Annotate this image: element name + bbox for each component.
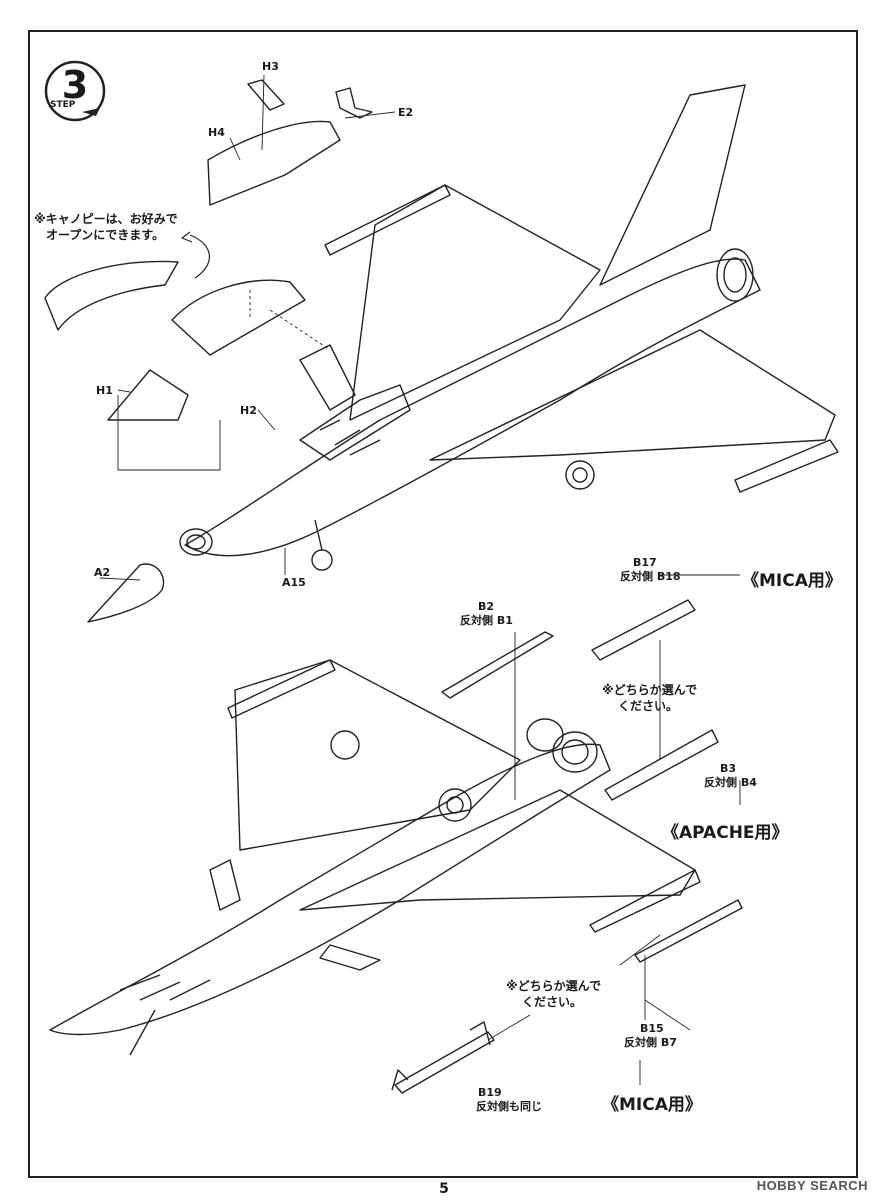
canopy-note-line-1: ※キャノピーは、お好みで: [34, 212, 178, 226]
canopy-note: ※キャノピーは、お好みで オープンにできます。: [34, 211, 178, 243]
mica-bottom-callout: 《MICA用》: [602, 1095, 702, 1115]
stores-parts: [391, 574, 743, 1094]
part-label-a2: A2: [94, 566, 111, 579]
instruction-sheet-frame: [28, 30, 858, 1178]
choose-top-line-1: ※どちらか選んで: [602, 683, 698, 697]
part-label-b4: 反対側 B4: [704, 776, 757, 789]
canopy-note-line-2: オープンにできます。: [46, 228, 165, 242]
part-label-h2: H2: [240, 404, 257, 417]
choose-top-note: ※どちらか選んで ください。: [602, 682, 697, 714]
choose-bottom-line-1: ※どちらか選んで: [506, 979, 602, 993]
step-badge: 3 STEP: [44, 60, 106, 122]
part-label-b3: B3: [720, 762, 737, 775]
upper-aircraft-drawing: [44, 74, 839, 623]
choose-bottom-line-2: ください。: [522, 995, 583, 1009]
choose-top-line-2: ください。: [618, 699, 679, 713]
part-label-b7: 反対側 B7: [624, 1036, 677, 1049]
part-label-b15: B15: [640, 1022, 664, 1035]
part-label-h3: H3: [262, 60, 279, 73]
choose-bottom-note: ※どちらか選んで ください。: [506, 978, 601, 1010]
page-number: 5: [439, 1181, 449, 1197]
part-label-e2: E2: [398, 106, 414, 119]
lower-aircraft-drawing: [49, 659, 701, 1056]
part-label-b19-note: 反対側も同じ: [476, 1100, 542, 1113]
part-label-b2: B2: [478, 600, 495, 613]
part-label-h4: H4: [208, 126, 225, 139]
step-number: 3: [61, 63, 89, 107]
apache-callout: 《APACHE用》: [662, 823, 789, 843]
part-label-b17: B17: [633, 556, 657, 569]
step-label: STEP: [50, 100, 76, 110]
part-label-b18: 反対側 B18: [620, 570, 681, 583]
part-label-h1: H1: [96, 384, 113, 397]
part-label-b19: B19: [478, 1086, 502, 1099]
hobby-search-watermark: HOBBY SEARCH: [756, 1178, 868, 1193]
part-label-a15: A15: [282, 576, 306, 589]
step-circle-icon: [44, 60, 106, 122]
mica-top-callout: 《MICA用》: [742, 571, 842, 591]
part-label-b1: 反対側 B1: [460, 614, 513, 627]
